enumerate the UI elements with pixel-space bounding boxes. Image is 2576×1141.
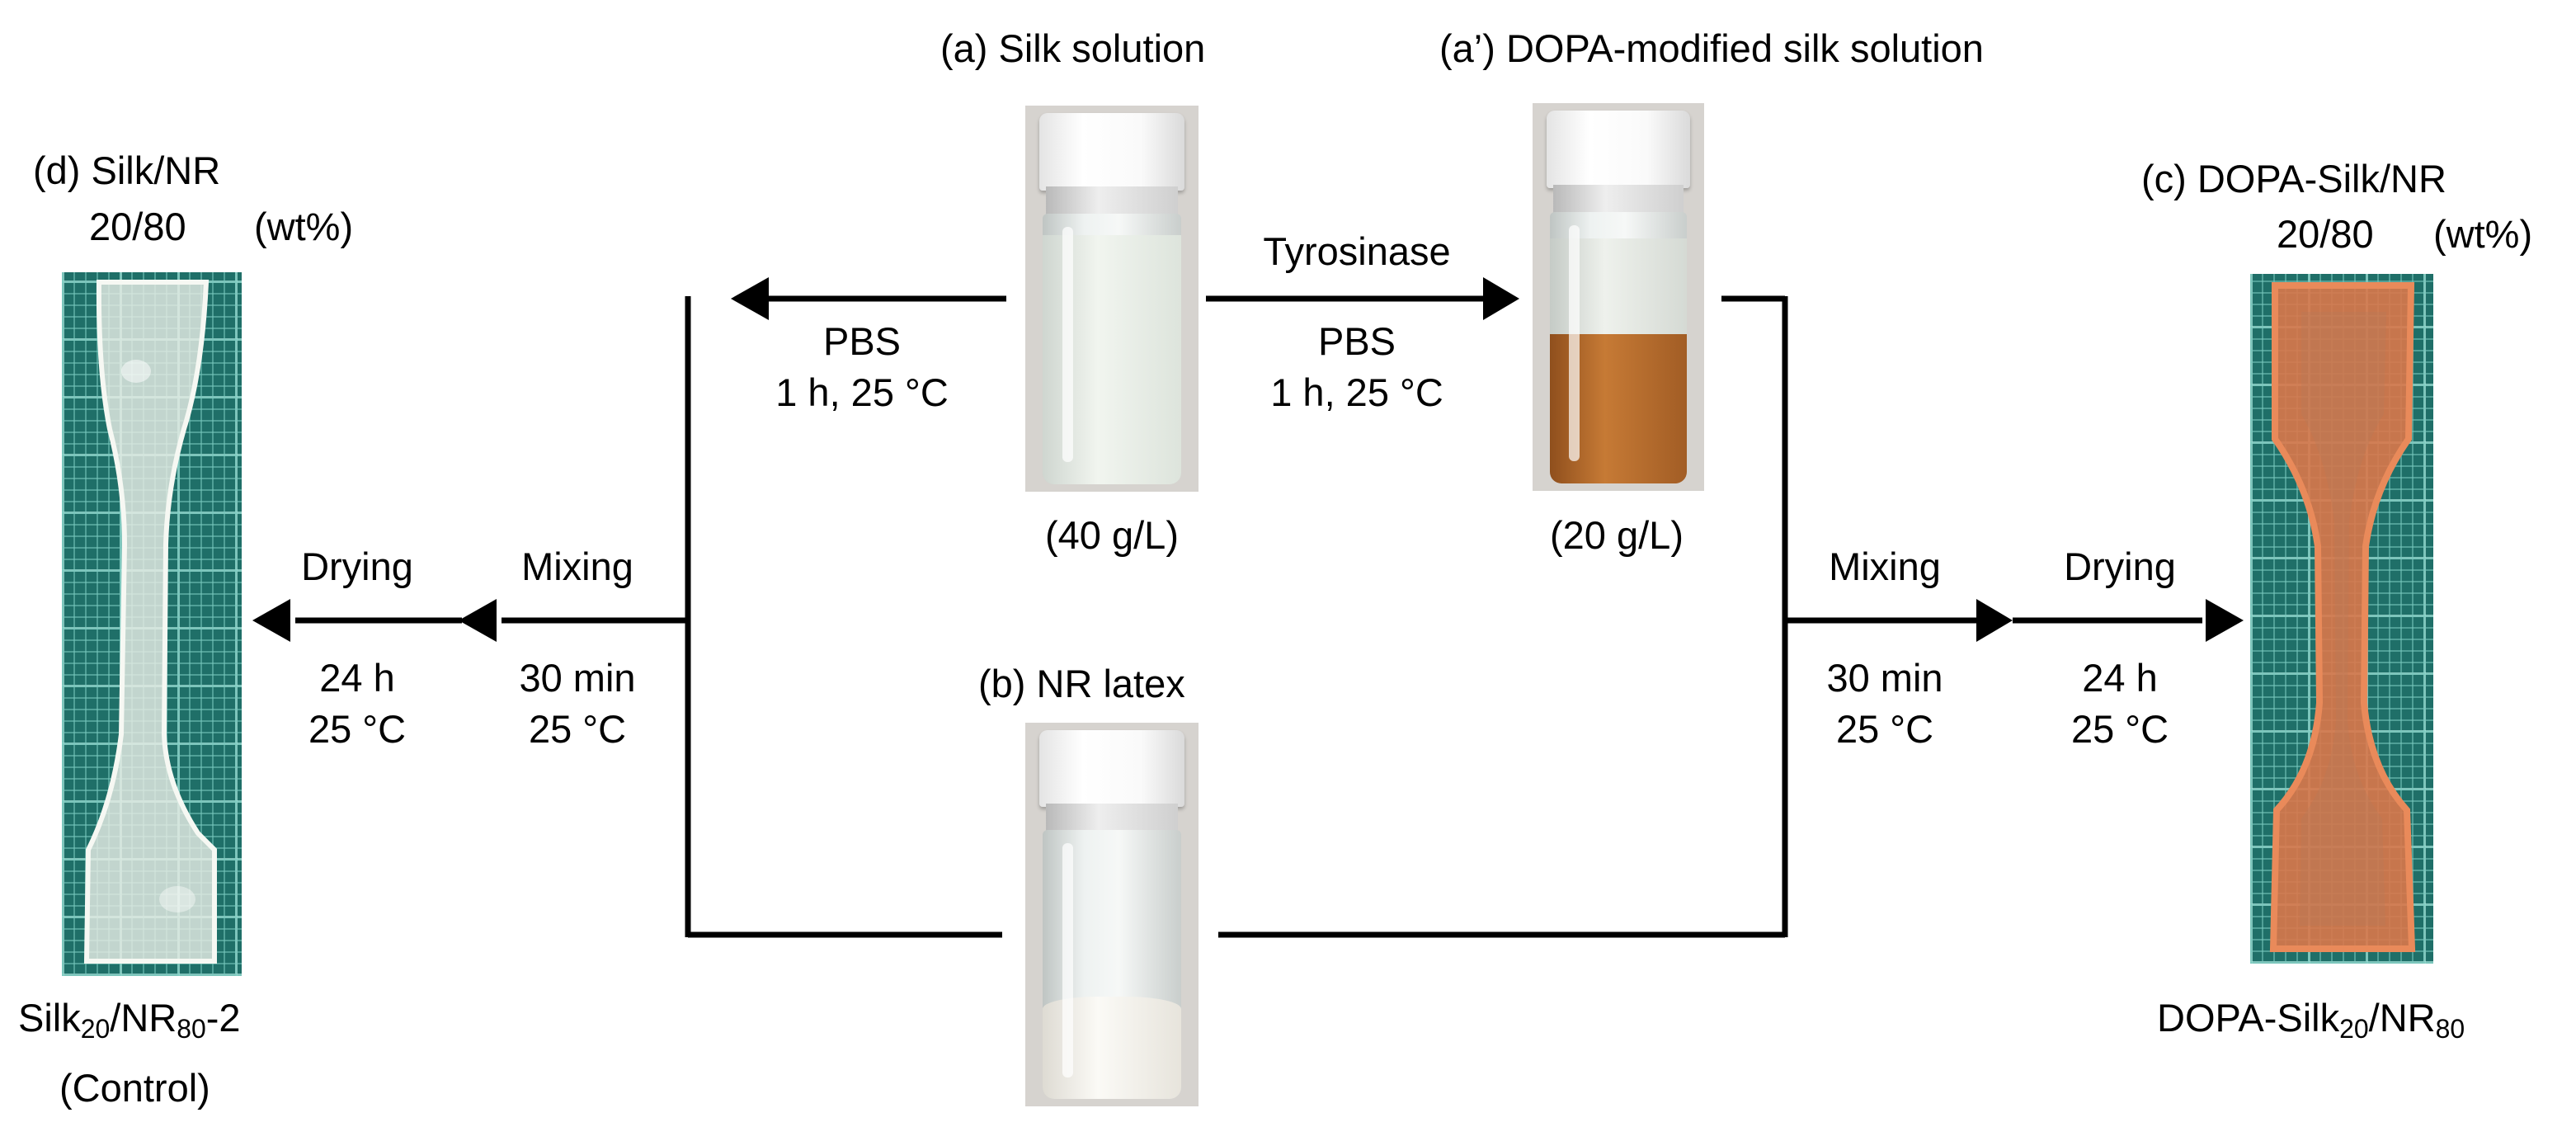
left-mixing-time: 30 min — [519, 656, 636, 700]
arrowhead-right-mixing — [1976, 599, 2013, 642]
dopa-product-label: (c) DOPA-Silk/NR — [2141, 157, 2446, 200]
right-drying-time: 24 h — [2082, 656, 2158, 700]
dopa-dumbbell-specimen — [2269, 282, 2416, 952]
left-mixing-temp: 25 °C — [528, 707, 627, 751]
dopa-name-subscript-1: 20 — [2339, 1013, 2369, 1044]
right-pbs-label: PBS — [1317, 319, 1396, 363]
arrowhead-right-drying — [2206, 599, 2244, 642]
vial-glass — [1043, 830, 1181, 1099]
dopa-name-prefix: DOPA-Silk — [2157, 996, 2340, 1040]
left-mixing-title: Mixing — [521, 545, 633, 588]
vial-cap — [1038, 113, 1185, 191]
vial-cap — [1546, 111, 1691, 189]
control-name-suffix: -2 — [205, 996, 241, 1040]
control-note: (Control) — [59, 1066, 210, 1110]
left-drying-temp: 25 °C — [308, 707, 407, 751]
right-drying-temp: 25 °C — [2070, 707, 2169, 751]
vial-neck — [1046, 186, 1178, 218]
glass-glare — [1569, 225, 1580, 462]
control-product-label: (d) Silk/NR — [33, 149, 221, 192]
vial-neck — [1552, 184, 1684, 216]
dopa-name-subscript-2: 80 — [2435, 1013, 2465, 1044]
control-product-unit: (wt%) — [254, 205, 354, 248]
dopa-product-unit: (wt%) — [2433, 212, 2533, 256]
control-sample-name: Silk20/NR80-2 — [18, 994, 241, 1043]
nr-latex-label: (b) NR latex — [978, 662, 1185, 705]
vial-cap — [1038, 730, 1185, 808]
arrowhead-left-pbs — [731, 277, 769, 320]
dopa-name-middle: /NR — [2368, 996, 2436, 1040]
arrowhead-left-mixing — [459, 599, 497, 642]
right-mixing-temp: 25 °C — [1835, 707, 1934, 751]
dopa-solution-vial-photo — [1533, 103, 1704, 491]
left-drying-title: Drying — [301, 545, 413, 588]
control-specimen-photo — [62, 272, 242, 976]
glass-glare — [1062, 227, 1073, 463]
dopa-product-ratio: 20/80 — [2277, 212, 2374, 256]
nr-latex-vial-photo — [1025, 723, 1199, 1106]
left-drying-time: 24 h — [319, 656, 395, 700]
arrowhead-tyrosinase — [1483, 277, 1519, 320]
vial-neck — [1046, 803, 1178, 834]
control-name-subscript-2: 80 — [177, 1013, 206, 1044]
left-pbs-label: PBS — [822, 319, 902, 363]
silk-concentration: (40 g/L) — [1045, 513, 1179, 557]
control-name-prefix: Silk — [18, 996, 81, 1040]
control-dumbbell-specimen — [83, 280, 217, 964]
silk-solution-label: (a) Silk solution — [940, 26, 1206, 70]
tyrosinase-label: Tyrosinase — [1263, 229, 1451, 273]
control-product-ratio: 20/80 — [89, 205, 186, 248]
dopa-specimen-photo — [2250, 274, 2433, 964]
vial-glass — [1549, 211, 1688, 483]
dopa-concentration: (20 g/L) — [1550, 513, 1684, 557]
right-mixing-time: 30 min — [1826, 656, 1943, 700]
glass-glare — [1062, 843, 1073, 1077]
dopa-sample-name: DOPA-Silk20/NR80 — [2157, 994, 2465, 1043]
control-name-subscript-1: 20 — [80, 1013, 111, 1044]
control-name-middle: /NR — [110, 996, 177, 1040]
arrowhead-left-drying — [252, 599, 290, 642]
right-drying-title: Drying — [2064, 545, 2176, 588]
silk-solution-vial-photo — [1025, 106, 1199, 492]
right-pbs-conditions: 1 h, 25 °C — [1270, 370, 1443, 414]
right-mixing-title: Mixing — [1829, 545, 1941, 588]
dopa-solution-label: (a’) DOPA-modified silk solution — [1439, 26, 1984, 70]
left-pbs-conditions: 1 h, 25 °C — [775, 370, 949, 414]
vial-glass — [1043, 214, 1181, 484]
